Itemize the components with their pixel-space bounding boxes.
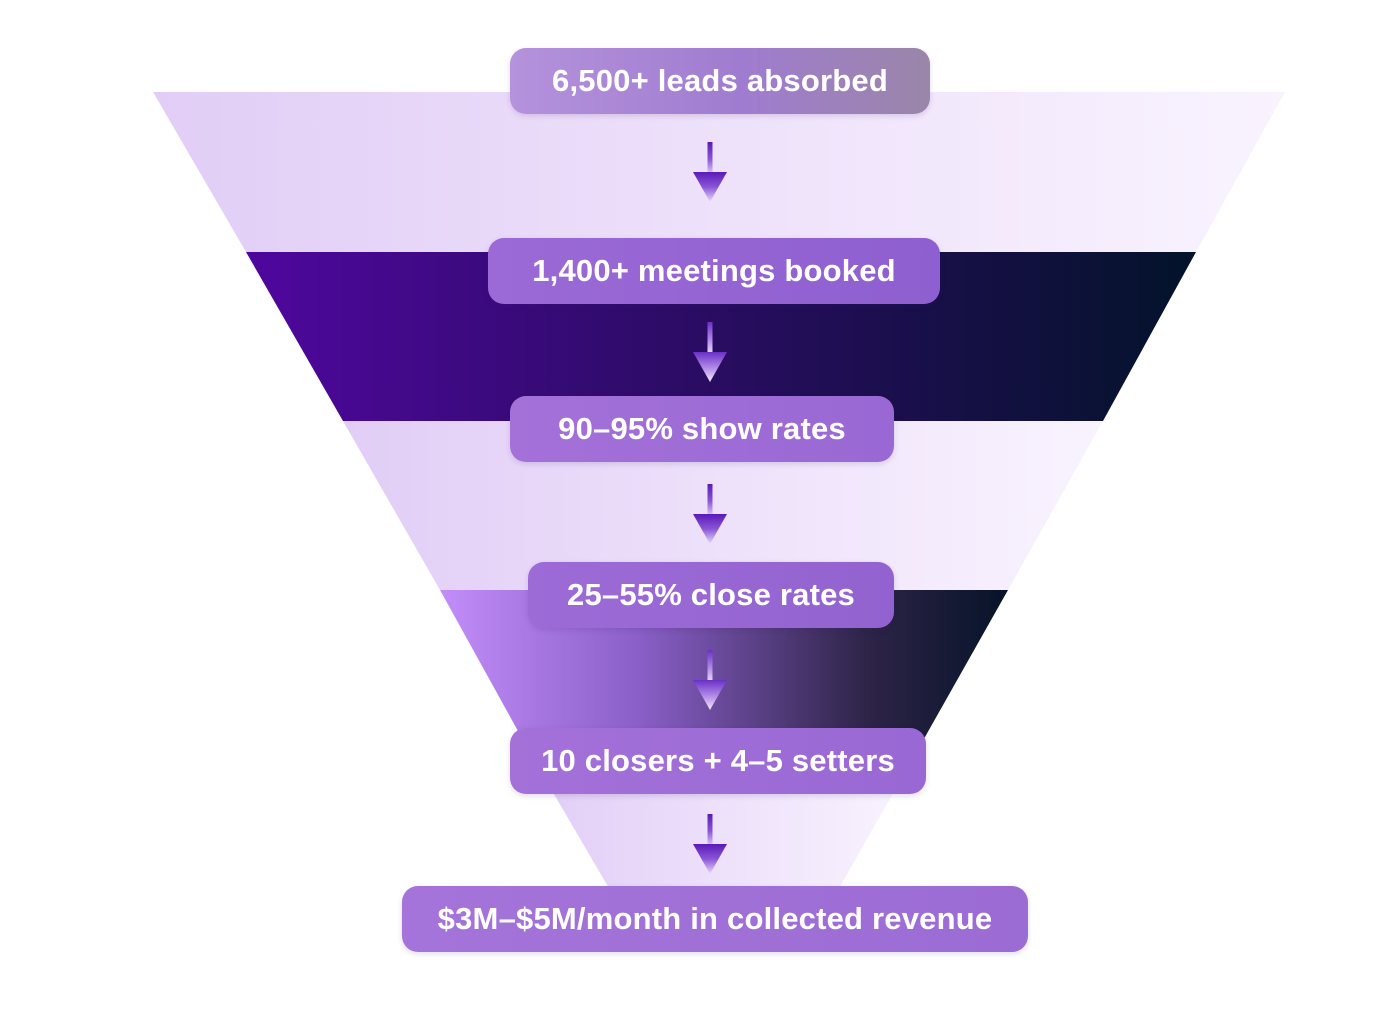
arrow-down-icon [693, 484, 727, 544]
funnel-band-4 [440, 590, 1008, 760]
funnel-step-leads: 6,500+ leads absorbed [510, 48, 930, 114]
funnel-band-2 [246, 252, 1196, 421]
funnel-step-revenue: $3M–$5M/month in collected revenue [402, 886, 1028, 952]
funnel-step-close-rates: 25–55% close rates [528, 562, 894, 628]
arrow-down-icon [693, 650, 727, 710]
funnel-step-meetings: 1,400+ meetings booked [488, 238, 940, 304]
funnel-band-3 [343, 421, 1103, 590]
arrow-down-icon [693, 142, 727, 202]
funnel-step-team: 10 closers + 4–5 setters [510, 728, 926, 794]
arrow-down-icon [693, 814, 727, 874]
funnel-step-show-rates: 90–95% show rates [510, 396, 894, 462]
arrow-down-icon [693, 322, 727, 382]
